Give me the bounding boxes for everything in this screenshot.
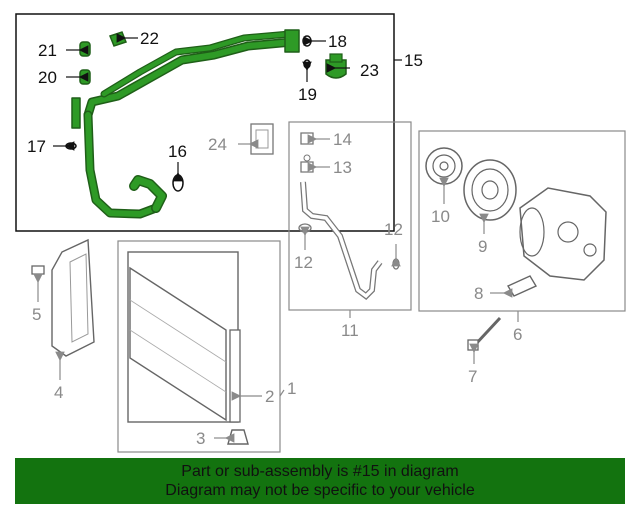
callout-3: 3	[196, 429, 205, 448]
bracket-14-icon	[300, 132, 314, 145]
bolt-5-icon	[31, 265, 45, 280]
valve-13-icon	[300, 154, 314, 173]
callout-20: 20	[38, 68, 57, 87]
bracket-24-icon	[250, 123, 274, 155]
callout-23: 23	[360, 61, 379, 80]
callout-10: 10	[431, 207, 450, 226]
compressor-6-icon	[519, 187, 607, 281]
clutch-plate-10-icon	[425, 147, 463, 185]
o-ring-16-icon	[172, 174, 184, 192]
cap-22-icon	[109, 31, 127, 47]
group-11-box	[288, 121, 412, 311]
callout-14: 14	[333, 130, 352, 149]
valve-23-icon	[325, 53, 347, 79]
callout-19: 19	[298, 85, 317, 104]
callout-12b: 12	[384, 220, 403, 239]
callout-24: 24	[208, 135, 227, 154]
callout-4: 4	[54, 383, 63, 402]
callout-17: 17	[27, 137, 46, 156]
callout-18: 18	[328, 32, 347, 51]
callout-5: 5	[32, 305, 41, 324]
callout-9: 9	[478, 237, 487, 256]
cap-21-icon	[79, 41, 91, 57]
group-1-box	[117, 240, 281, 453]
callout-8: 8	[474, 284, 483, 303]
hose-assembly-15	[71, 29, 300, 219]
footer-line-2: Diagram may not be specific to your vehi…	[165, 482, 475, 499]
callout-15: 15	[404, 51, 423, 70]
group-6-box	[418, 130, 626, 312]
callout-1: 1	[287, 379, 296, 398]
callout-12a: 12	[294, 253, 313, 272]
callout-21: 21	[38, 41, 57, 60]
condenser-2-icon	[127, 251, 241, 423]
hose-11-icon	[300, 181, 383, 300]
footer-line-1: Part or sub-assembly is #15 in diagram	[181, 463, 459, 480]
callout-2: 2	[265, 387, 274, 406]
mount-3-icon	[227, 429, 249, 445]
cap-20-icon	[79, 69, 91, 85]
callout-6: 6	[513, 325, 522, 344]
shield-4-icon	[51, 238, 95, 357]
callout-13: 13	[333, 158, 352, 177]
leader-lines	[33, 33, 519, 443]
callout-16: 16	[168, 142, 187, 161]
pulley-9-icon	[463, 159, 517, 221]
sensor-8-icon	[506, 275, 538, 297]
footer-banner: Part or sub-assembly is #15 in diagram D…	[15, 458, 625, 504]
o-ring-12b-icon	[392, 258, 400, 270]
callout-11: 11	[341, 321, 359, 340]
o-ring-19-icon	[303, 59, 311, 69]
o-ring-18-icon	[302, 35, 312, 47]
o-ring-17-icon	[65, 142, 77, 150]
callout-7: 7	[468, 367, 477, 386]
callout-22: 22	[140, 29, 159, 48]
bolt-7-icon	[467, 316, 502, 351]
